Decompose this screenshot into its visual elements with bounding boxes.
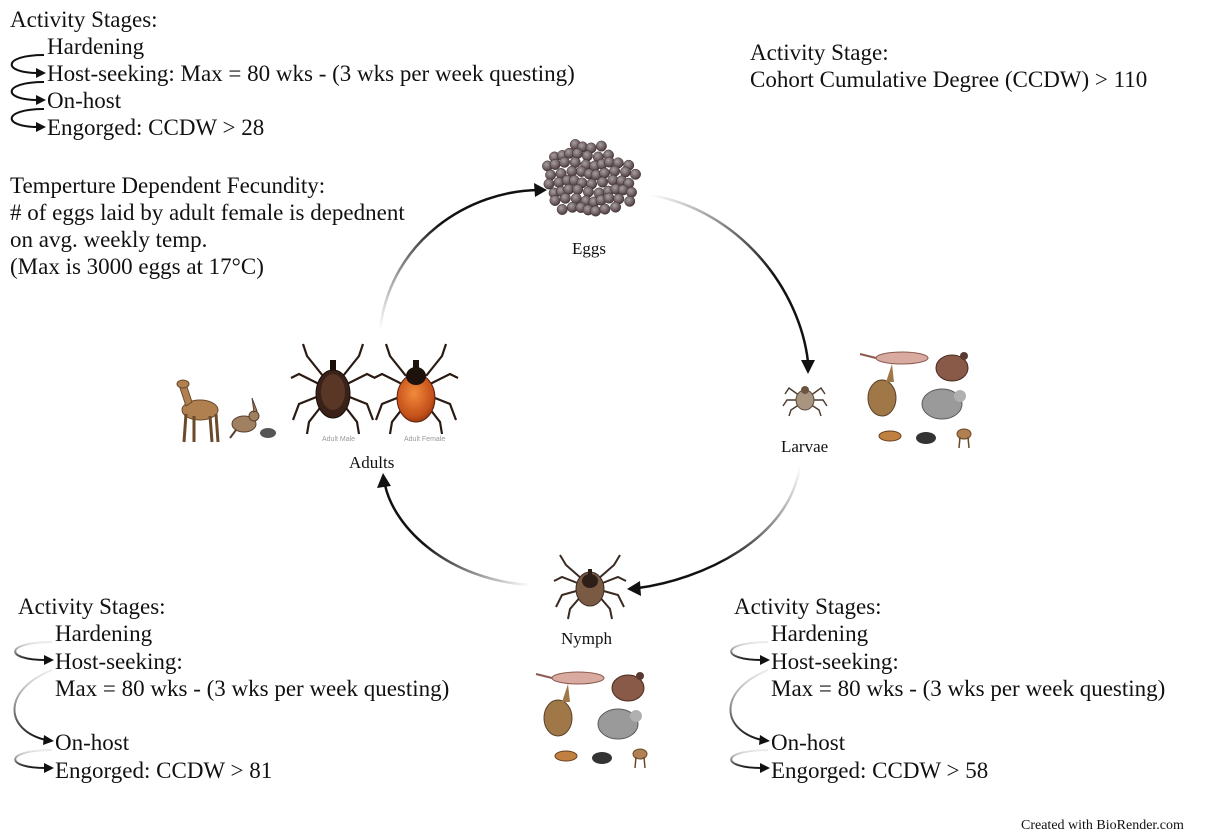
fecundity-title: Temperture Dependent Fecundity: xyxy=(10,172,325,199)
top-left-item-engorged: Engorged: CCDW > 28 xyxy=(47,114,264,141)
top-left-item-on-host: On-host xyxy=(47,87,121,114)
adult-hosts-image xyxy=(177,380,276,442)
arrow-larvae-to-nymph xyxy=(638,465,800,588)
larva-hosts-image xyxy=(860,352,971,448)
adult-female-tick-image xyxy=(374,344,458,434)
bottom-left-item-engorged: Engorged: CCDW > 81 xyxy=(55,757,272,784)
bottom-right-item-hardening: Hardening xyxy=(771,620,868,647)
arrow-eggs-to-larvae xyxy=(650,195,808,362)
bottom-left-item-host-seeking: Host-seeking: xyxy=(55,648,183,675)
top-left-item-host-seeking: Host-seeking: Max = 80 wks - (3 wks per … xyxy=(47,60,575,87)
fecundity-line-2: on avg. weekly temp. xyxy=(10,226,207,253)
fecundity-line-3: (Max is 3000 eggs at 17°C) xyxy=(10,253,264,280)
stage-label-eggs: Eggs xyxy=(572,239,606,259)
top-right-activity-title: Activity Stage: xyxy=(750,39,889,66)
arrowhead-adults xyxy=(377,473,391,488)
arrow-nymph-to-adults xyxy=(385,485,530,585)
bottom-right-item-engorged: Engorged: CCDW > 58 xyxy=(771,757,988,784)
top-right-ccdw-line: Cohort Cumulative Degree (CCDW) > 110 xyxy=(750,66,1147,93)
bottom-left-item-max: Max = 80 wks - (3 wks per week questing) xyxy=(55,675,449,702)
bottom-left-item-on-host: On-host xyxy=(55,729,129,756)
adult-male-tick-image xyxy=(291,344,375,434)
egg-cluster-image xyxy=(542,139,640,216)
bottom-right-item-max: Max = 80 wks - (3 wks per week questing) xyxy=(771,675,1165,702)
bottom-right-item-host-seeking: Host-seeking: xyxy=(771,648,899,675)
bottom-right-activity-title: Activity Stages: xyxy=(734,593,882,620)
bottom-left-item-hardening: Hardening xyxy=(55,620,152,647)
loop-arrows-top-left xyxy=(12,55,44,127)
bottom-right-item-on-host: On-host xyxy=(771,729,845,756)
top-left-item-hardening: Hardening xyxy=(47,33,144,60)
adult-male-tag: Adult Male xyxy=(322,436,355,443)
fecundity-line-1: # of eggs laid by adult female is depedn… xyxy=(10,199,405,226)
bottom-left-activity-title: Activity Stages: xyxy=(18,593,166,620)
stage-label-larvae: Larvae xyxy=(781,437,828,457)
adult-female-tag: Adult Female xyxy=(404,436,445,443)
stage-label-nymph: Nymph xyxy=(561,629,612,649)
arrowhead-nymph xyxy=(627,581,641,596)
larva-tick-image xyxy=(783,386,827,416)
top-left-activity-title: Activity Stages: xyxy=(10,6,158,33)
stage-label-adults: Adults xyxy=(349,453,394,473)
arrowhead-larvae xyxy=(801,360,815,374)
nymph-hosts-image xyxy=(536,672,647,768)
biorender-credit: Created with BioRender.com xyxy=(1021,818,1184,834)
nymph-tick-image xyxy=(554,555,626,619)
